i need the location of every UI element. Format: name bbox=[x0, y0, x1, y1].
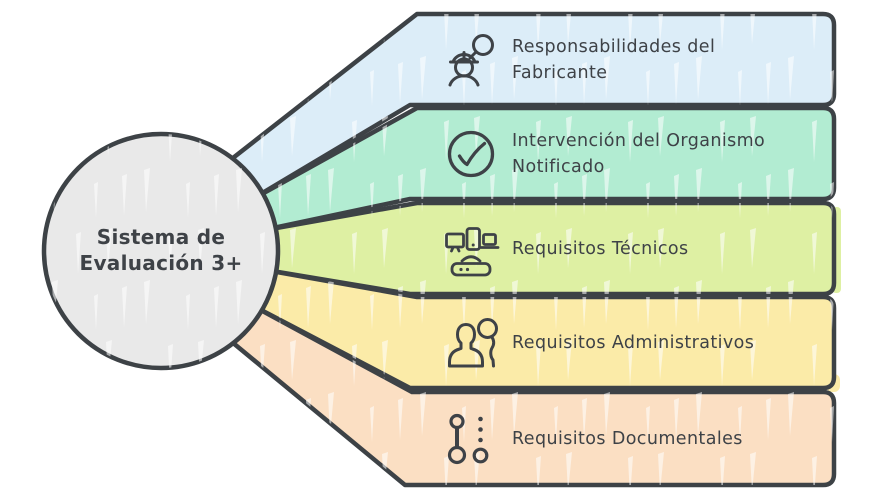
band-texture bbox=[215, 14, 834, 204]
band-texture bbox=[254, 203, 834, 294]
devices-network-icon bbox=[445, 227, 500, 277]
band-texture bbox=[244, 108, 834, 232]
band-item-intervencion-organismo: Intervención del Organismo Notificado bbox=[444, 125, 836, 183]
user-search-icon bbox=[448, 318, 498, 368]
band-item-requisitos-documentales: Requisitos Documentales bbox=[444, 410, 836, 468]
band-texture bbox=[215, 300, 834, 485]
band-label: Responsabilidades del Fabricante bbox=[512, 36, 716, 83]
band-item-responsabilidades-fabricante: Responsabilidades del Fabricante bbox=[444, 31, 836, 89]
band-label: Requisitos Administrativos bbox=[512, 332, 755, 353]
milestones-icon bbox=[447, 413, 489, 465]
diagram-title: Sistema de Evaluación 3+ bbox=[79, 225, 243, 276]
band-item-requisitos-administrativos: Requisitos Administrativos bbox=[444, 314, 836, 372]
engineer-search-icon bbox=[448, 34, 494, 87]
band-label: Requisitos Documentales bbox=[512, 428, 743, 449]
band-label: Requisitos Técnicos bbox=[512, 238, 689, 259]
band-texture bbox=[242, 268, 834, 388]
circle-texture bbox=[44, 134, 278, 368]
band-item-requisitos-tecnicos: Requisitos Técnicos bbox=[444, 220, 836, 278]
check-circle-icon bbox=[447, 130, 495, 178]
band-label: Intervención del Organismo Notificado bbox=[512, 130, 766, 177]
